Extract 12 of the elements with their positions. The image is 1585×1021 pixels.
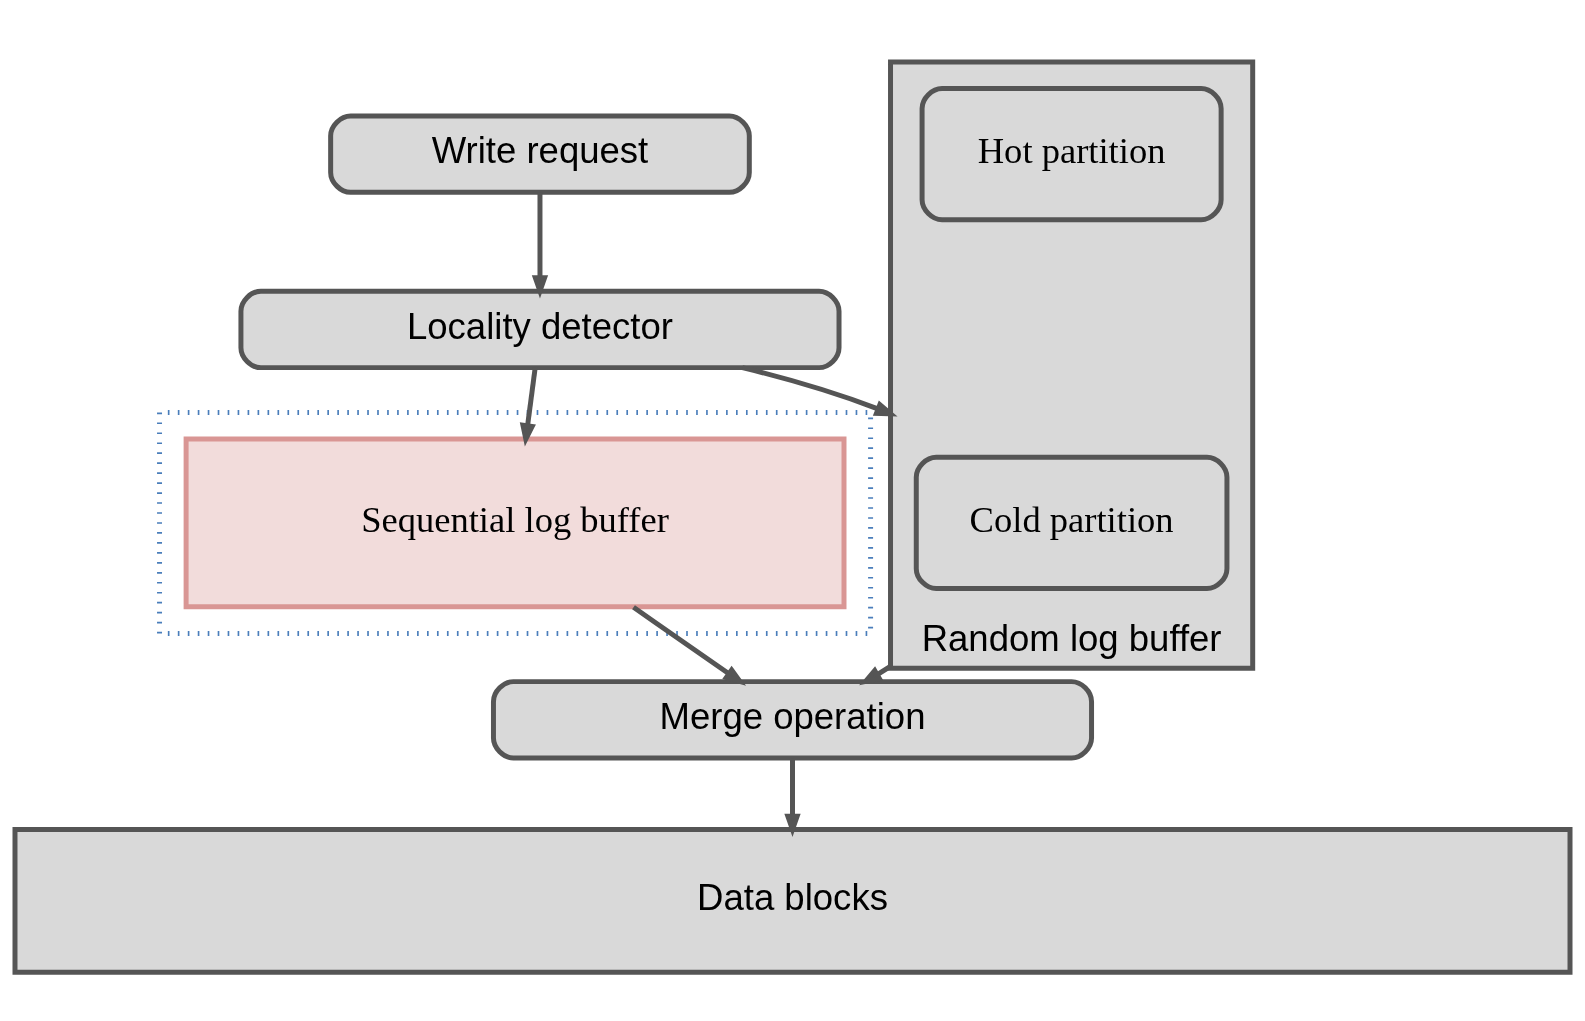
node-box: Write request xyxy=(328,113,752,195)
arrow xyxy=(741,365,898,417)
cluster xyxy=(157,410,874,636)
arrow xyxy=(784,758,801,837)
node-box: Sequential log buffer xyxy=(183,436,847,610)
node-box: Data blocks xyxy=(12,827,1573,975)
node-box: Locality detector xyxy=(238,288,842,371)
arrow xyxy=(531,192,549,299)
node-box: Hot partition xyxy=(919,86,1224,223)
arrow xyxy=(519,367,538,447)
node-box: Cold partition xyxy=(913,454,1230,592)
node-box: Merge operation xyxy=(490,679,1095,761)
